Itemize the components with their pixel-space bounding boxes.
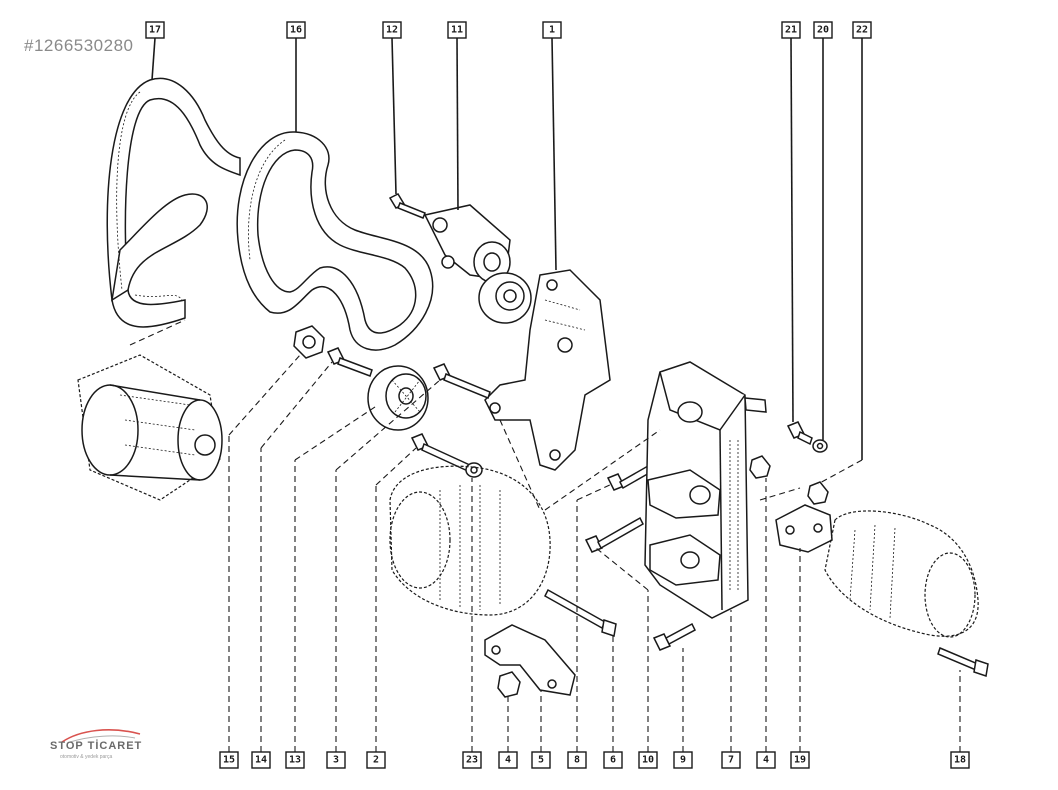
support-bracket-7-drawing [644, 361, 767, 619]
svg-text:3: 3 [333, 755, 339, 766]
svg-text:4: 4 [505, 755, 511, 766]
logo-name: STOP TİCARET [50, 740, 143, 752]
bolt-21-drawing [786, 421, 813, 446]
bolt-3-drawing [432, 363, 491, 399]
callout-15: 15 [219, 751, 239, 769]
logo-car-swoosh [61, 729, 141, 743]
svg-text:23: 23 [466, 755, 478, 766]
leader-lines-bottom [129, 319, 961, 752]
washer-20-drawing [812, 439, 828, 453]
callout-1: 1 [542, 21, 562, 39]
svg-text:20: 20 [817, 25, 829, 36]
bracket-5-drawing [484, 624, 576, 696]
starter-motor-drawing [824, 510, 979, 638]
callout-20: 20 [813, 21, 833, 39]
tensioner-11-drawing [423, 204, 511, 283]
svg-text:15: 15 [223, 755, 235, 766]
svg-text:21: 21 [785, 25, 797, 36]
nut-4-bottom-drawing [497, 671, 521, 698]
callout-7: 7 [721, 751, 741, 769]
callout-13: 13 [285, 751, 305, 769]
leader-lines-top [151, 37, 863, 485]
svg-text:4: 4 [763, 755, 769, 766]
callout-19: 19 [790, 751, 810, 769]
logo-tagline: otomotiv & yedek parça [60, 754, 113, 760]
callout-14: 14 [251, 751, 271, 769]
callout-10: 10 [638, 751, 658, 769]
bolt-18-drawing [937, 646, 989, 677]
bolt-14-drawing [326, 347, 373, 377]
svg-text:19: 19 [794, 755, 806, 766]
callout-11: 11 [447, 21, 467, 39]
bolt-6-drawing [544, 588, 617, 637]
bolt-12-drawing [388, 193, 426, 219]
callout-18: 18 [950, 751, 970, 769]
svg-text:16: 16 [290, 25, 302, 36]
nut-22-drawing [807, 481, 829, 505]
callout-9: 9 [673, 751, 693, 769]
callout-22: 22 [852, 21, 872, 39]
nut-15-drawing [293, 325, 325, 359]
callout-23: 23 [462, 751, 482, 769]
watermark-id: #1266530280 [24, 36, 134, 55]
svg-text:2: 2 [373, 755, 379, 766]
callout-8: 8 [567, 751, 587, 769]
bracket-19-drawing [775, 504, 833, 553]
callout-4-bottom: 4 [498, 751, 518, 769]
callout-3: 3 [326, 751, 346, 769]
callout-2: 2 [366, 751, 386, 769]
alternator-drawing [389, 465, 551, 616]
belt-17-drawing [106, 77, 241, 328]
svg-text:7: 7 [728, 755, 734, 766]
washer-23-drawing [465, 462, 483, 478]
bolt-10-drawing [584, 516, 644, 553]
svg-text:8: 8 [574, 755, 580, 766]
callout-16: 16 [286, 21, 306, 39]
svg-text:18: 18 [954, 755, 966, 766]
svg-text:13: 13 [289, 755, 301, 766]
callout-17: 17 [145, 21, 165, 39]
callout-21: 21 [781, 21, 801, 39]
bolt-9-drawing [652, 622, 696, 651]
belt-16-drawing [236, 131, 434, 351]
idler-roller-drawing [478, 272, 532, 324]
callout-5: 5 [531, 751, 551, 769]
svg-text:11: 11 [451, 25, 463, 36]
callout-6: 6 [603, 751, 623, 769]
svg-text:22: 22 [856, 25, 868, 36]
svg-text:17: 17 [149, 25, 161, 36]
bolt-2-drawing [410, 433, 473, 474]
svg-text:10: 10 [642, 755, 654, 766]
nut-4-right-drawing [749, 455, 771, 479]
svg-text:1: 1 [549, 25, 555, 36]
pulley-13-drawing [367, 365, 429, 431]
svg-text:9: 9 [680, 755, 686, 766]
svg-text:12: 12 [386, 25, 398, 36]
callout-12: 12 [382, 21, 402, 39]
svg-text:6: 6 [610, 755, 616, 766]
svg-text:14: 14 [255, 755, 267, 766]
bracket-1-drawing [484, 269, 611, 471]
callout-4-right: 4 [756, 751, 776, 769]
ac-compressor-drawing [77, 354, 223, 501]
svg-text:5: 5 [538, 755, 544, 766]
